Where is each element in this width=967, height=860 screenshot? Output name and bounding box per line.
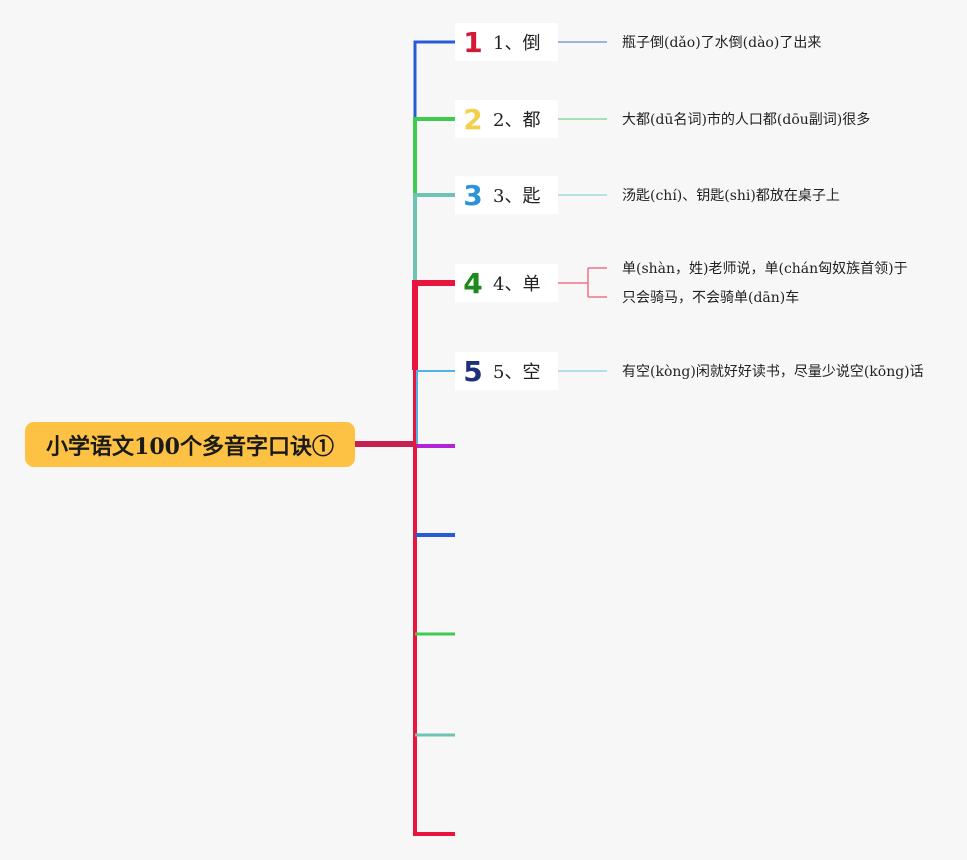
leaf-topic-3[interactable]: 汤匙(chí)、钥匙(shi)都放在桌子上 bbox=[622, 187, 840, 205]
topic-node-4[interactable]: 4 4、单 bbox=[455, 264, 558, 302]
number-2-icon: 2 bbox=[463, 102, 483, 136]
number-1-icon: 1 bbox=[463, 25, 483, 59]
topic-label-2: 2、都 bbox=[493, 110, 541, 131]
topic-node-5[interactable]: 5 5、空 bbox=[455, 352, 558, 390]
branch-line-3 bbox=[413, 193, 455, 283]
number-3-icon: 3 bbox=[463, 178, 483, 212]
leaf-topic-4b[interactable]: 只会骑马，不会骑单(dān)车 bbox=[622, 289, 800, 307]
topic-label-5: 5、空 bbox=[493, 362, 541, 383]
topic-node-2[interactable]: 2 2、都 bbox=[455, 100, 558, 138]
root-title: 小学语文100个多音字口诀① bbox=[46, 433, 334, 460]
topic-label-4: 4、单 bbox=[493, 274, 541, 295]
leaf-topic-1[interactable]: 瓶子倒(dǎo)了水倒(dào)了出来 bbox=[622, 34, 822, 52]
root-topic[interactable]: 小学语文100个多音字口诀① bbox=[25, 422, 355, 467]
number-4-icon: 4 bbox=[463, 266, 483, 300]
branch-line-2 bbox=[413, 117, 455, 196]
trunk-line bbox=[413, 283, 455, 836]
topic-label-3: 3、匙 bbox=[493, 186, 541, 207]
number-5-icon: 5 bbox=[463, 354, 483, 388]
leaf-topic-2[interactable]: 大都(dū名词)市的人口都(dōu副词)很多 bbox=[622, 111, 871, 129]
leaf-topic-4a[interactable]: 单(shàn，姓)老师说，单(chán匈奴族首领)于 bbox=[622, 260, 908, 278]
branch-line-5 bbox=[416, 370, 455, 444]
branch-line-1 bbox=[413, 40, 455, 120]
leaf-line-4 bbox=[558, 267, 607, 298]
topic-node-3[interactable]: 3 3、匙 bbox=[455, 176, 558, 214]
topic-label-1: 1、倒 bbox=[493, 33, 541, 54]
topic-node-1[interactable]: 1 1、倒 bbox=[455, 23, 558, 61]
branch-line-4 bbox=[412, 280, 455, 370]
leaf-topic-5[interactable]: 有空(kòng)闲就好好读书，尽量少说空(kōng)话 bbox=[622, 363, 924, 381]
